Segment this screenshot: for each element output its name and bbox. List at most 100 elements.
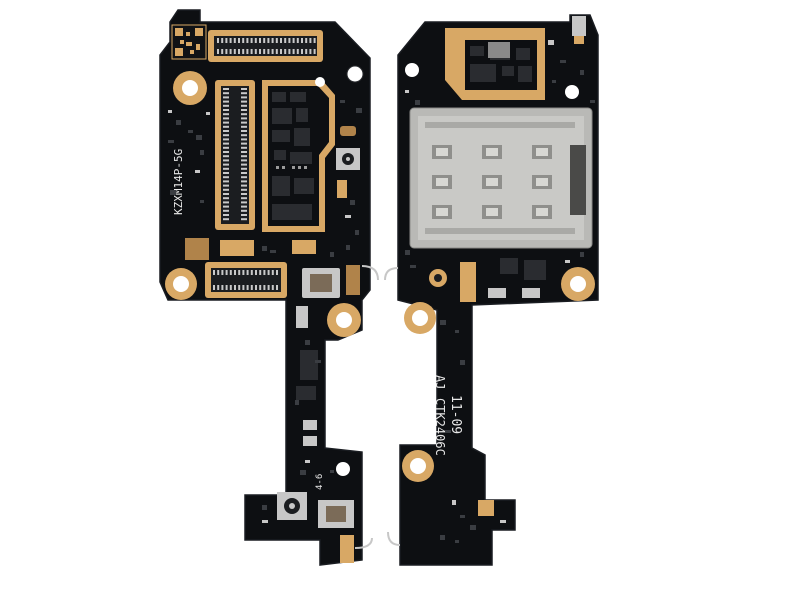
smd-part (241, 138, 247, 141)
left-capacitor (346, 265, 360, 295)
smd-part (217, 285, 220, 290)
smd-part (241, 100, 247, 103)
left-spring-contact (361, 265, 379, 281)
smd-part (241, 146, 247, 149)
smd-part (234, 270, 236, 275)
gold-pad (340, 126, 356, 136)
smd-part (500, 520, 506, 523)
smd-part (168, 110, 172, 113)
smd-part (241, 172, 247, 174)
smd-part (196, 135, 202, 140)
smd-part (263, 38, 266, 43)
smd-part (250, 270, 253, 275)
smd-part (246, 285, 249, 290)
smd-part (221, 285, 224, 290)
smd-part (246, 270, 249, 275)
smd-part (440, 535, 445, 540)
right-spring-contact (387, 531, 401, 546)
smd-part (223, 96, 229, 99)
smd-part (200, 200, 204, 203)
smd-part (241, 209, 247, 212)
smd-part (267, 270, 270, 275)
smd-part (276, 270, 278, 275)
right-chip (500, 258, 518, 274)
left-microphone-core (310, 274, 332, 292)
smd-part (301, 49, 303, 54)
smd-part (241, 159, 247, 162)
smd-part (271, 270, 274, 275)
smd-part (455, 330, 459, 333)
smd-part (262, 520, 268, 523)
sim-card-holder (409, 107, 593, 249)
smd-part (233, 38, 236, 43)
smd-part (241, 205, 247, 208)
smd-part (242, 285, 245, 290)
smd-part (284, 49, 287, 54)
gold-pad (185, 238, 209, 260)
smd-part (223, 201, 229, 204)
smd-part (238, 38, 240, 43)
smd-part (238, 270, 241, 275)
smd-part (305, 460, 310, 463)
smd-part (223, 100, 229, 103)
right-mount-hole-left (404, 302, 436, 334)
rf-shield-frame (262, 80, 335, 232)
smd-part (225, 49, 228, 54)
smd-part (221, 38, 224, 43)
smd-part (486, 178, 498, 186)
smd-part (223, 209, 229, 212)
left-mount-hole-bottom-left (165, 268, 197, 300)
left-spring-contact (354, 537, 373, 549)
stem-pad (303, 420, 317, 430)
smd-part (313, 38, 316, 43)
smd-part (440, 320, 446, 325)
smd-part (292, 38, 295, 43)
smd-part (241, 180, 247, 183)
smd-part (259, 38, 261, 43)
left-via-hole-3 (336, 462, 350, 476)
smd-part (176, 120, 181, 125)
smd-part (267, 285, 270, 290)
smd-part (223, 142, 229, 145)
smd-part (241, 117, 247, 120)
smd-part (552, 80, 556, 83)
right-antenna-contact-base (574, 36, 584, 44)
smd-part (242, 38, 245, 43)
left-via-hole-1 (346, 65, 364, 83)
smd-part (425, 122, 575, 128)
smd-part (296, 38, 299, 43)
smd-part (223, 125, 229, 128)
left-coax-connector (336, 148, 360, 170)
smd-part (288, 38, 291, 43)
right-mount-hole-bottom (402, 450, 434, 482)
smd-part (305, 49, 308, 54)
smd-part (242, 49, 245, 54)
smd-part (263, 285, 266, 290)
smd-part (241, 125, 247, 128)
smd-part (241, 88, 247, 90)
right-pcb-board: 11-09 AJ CTK2406C (384, 14, 599, 566)
smd-part (254, 49, 257, 54)
smd-part (241, 109, 247, 111)
smd-part (350, 200, 355, 205)
smd-part (223, 151, 229, 153)
right-via-hole-1 (405, 63, 419, 77)
smd-part (280, 38, 282, 43)
smd-part (223, 130, 229, 132)
smd-part (590, 100, 595, 103)
smd-part (223, 113, 229, 116)
smd-part (536, 178, 548, 186)
smd-part (262, 505, 267, 510)
smd-part (241, 218, 247, 221)
smd-part (241, 142, 247, 145)
smd-part (276, 285, 278, 290)
smd-part (275, 49, 278, 54)
smd-part (241, 184, 247, 187)
smd-part (425, 228, 575, 234)
smd-part (263, 49, 266, 54)
smd-part (221, 49, 224, 54)
smd-part (330, 252, 334, 257)
smd-part (271, 285, 274, 290)
smd-part (225, 38, 228, 43)
smd-part (217, 270, 220, 275)
